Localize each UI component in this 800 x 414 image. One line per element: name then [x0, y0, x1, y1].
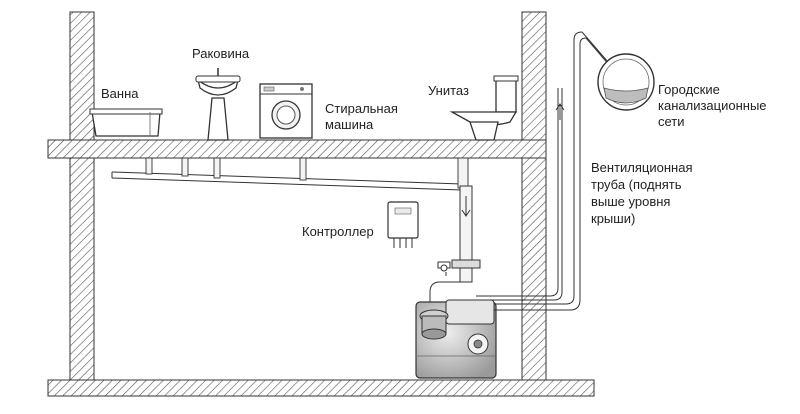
discharge-pipe	[494, 31, 611, 311]
city-sewer-label-line3: сети	[658, 114, 685, 129]
vent-label-line4: крыши)	[591, 211, 636, 226]
sink-fixture	[195, 68, 241, 141]
city-sewer-label-line2: канализационные	[658, 98, 767, 113]
sewage-pump-unit	[415, 299, 497, 379]
right-wall	[521, 11, 547, 395]
floor-slab	[47, 139, 547, 159]
vent-label-line2: труба (поднять	[591, 177, 682, 192]
controller-box	[387, 201, 419, 248]
washer-label-line2: машина	[325, 117, 374, 132]
sink-label: Раковина	[192, 46, 250, 61]
vent-pipe	[476, 88, 565, 301]
basement-floor	[47, 379, 595, 397]
toilet-fixture	[449, 75, 519, 141]
washing-machine-fixture	[259, 83, 313, 139]
drain-pipes	[111, 157, 481, 304]
vent-label-line3: выше уровня	[591, 194, 671, 209]
toilet-label: Унитаз	[428, 83, 469, 98]
city-sewer-pipe	[597, 53, 655, 111]
bathtub-fixture	[89, 108, 163, 137]
vent-label-line1: Вентиляционная	[591, 160, 693, 175]
city-sewer-label-line1: Городские	[658, 82, 720, 97]
building-structure	[47, 11, 595, 397]
washer-label-line1: Стиральная	[325, 101, 398, 116]
left-wall	[69, 11, 95, 395]
bathtub-label: Ванна	[101, 86, 139, 101]
controller-label: Контроллер	[302, 224, 374, 239]
